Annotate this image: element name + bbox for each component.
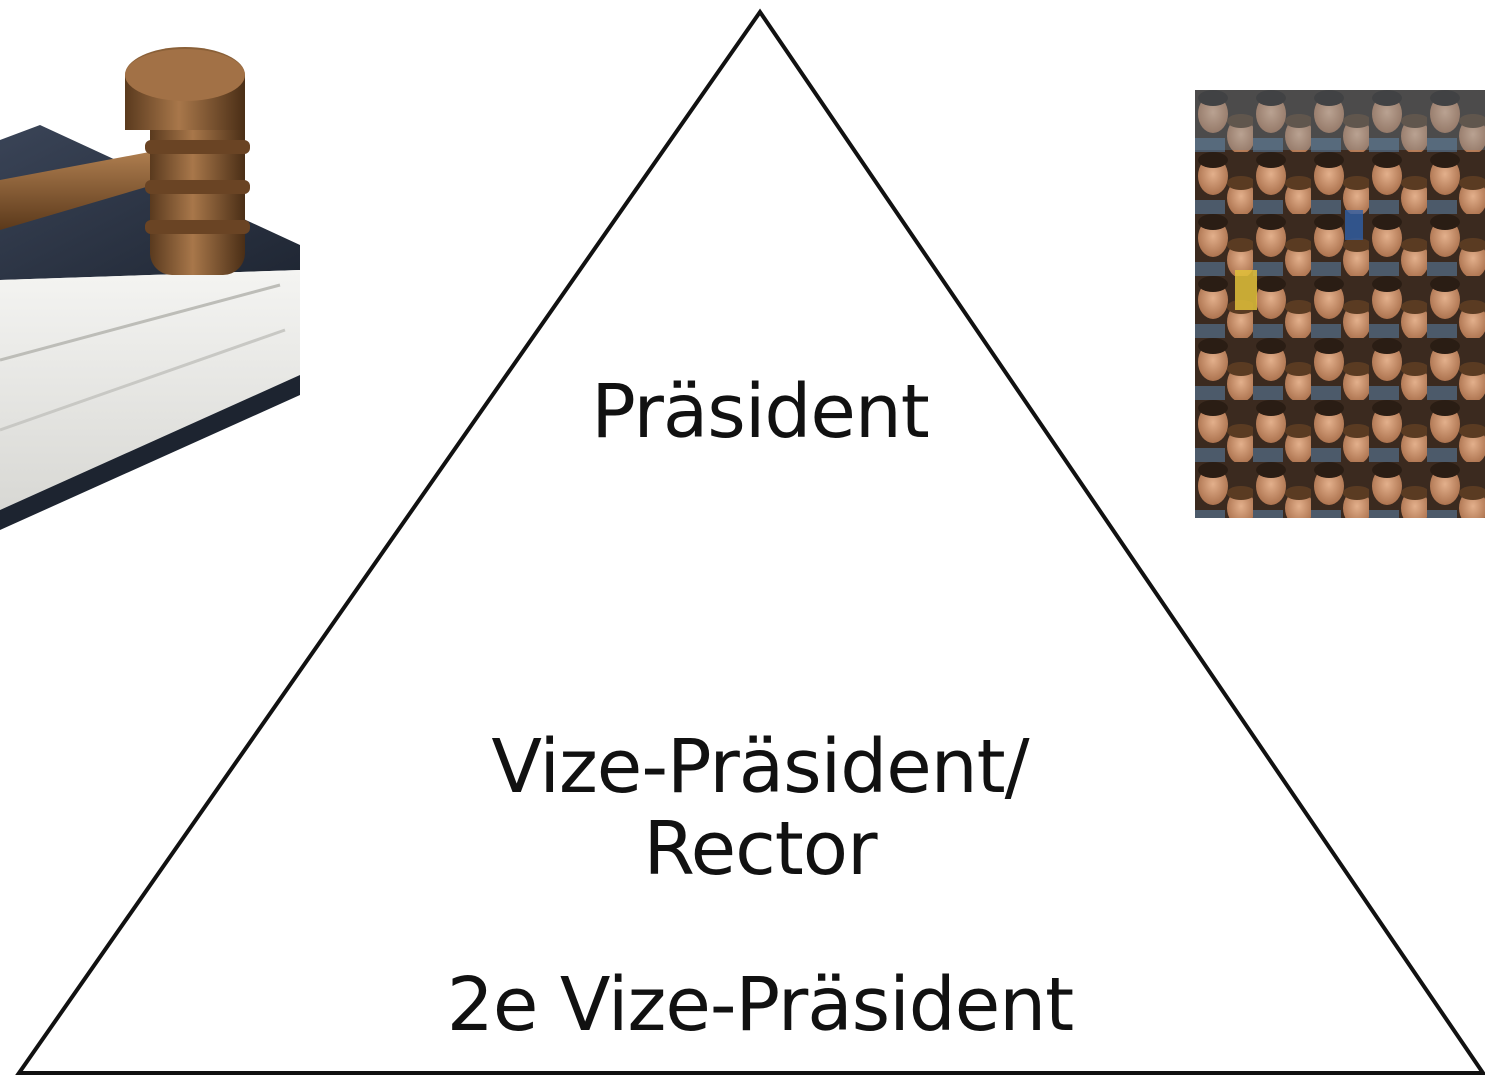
tier-label-text: Vize-Präsident/ Rector [491,724,1029,892]
tier-label-text: Präsident [591,369,930,455]
tier-label-text: 2e Vize-Präsident [446,962,1074,1048]
tier-label-middle: Vize-Präsident/ Rector [260,646,1260,890]
gavel-on-book-icon [0,47,300,530]
crowd-photo-icon [1195,90,1485,518]
tier-label-top: Präsident [260,369,1260,455]
pyramid-outline [15,8,1485,1075]
tier-label-bottom: 2e Vize-Präsident [260,962,1260,1048]
